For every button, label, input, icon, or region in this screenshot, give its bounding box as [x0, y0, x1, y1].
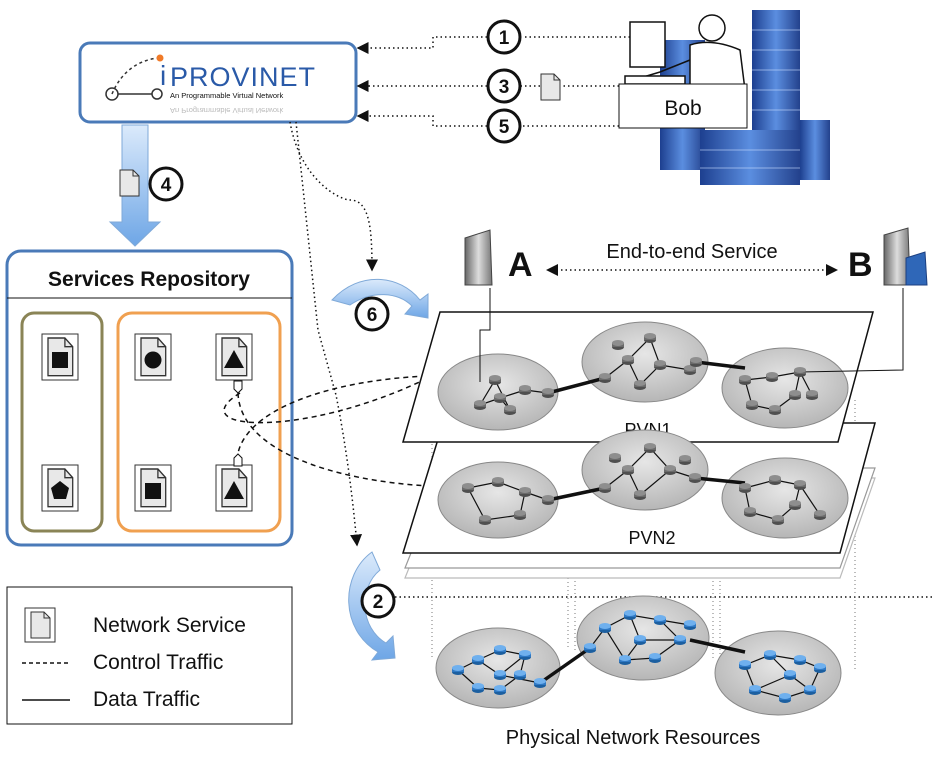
- building-b-icon: [883, 227, 928, 286]
- legend-network-service: Network Service: [93, 614, 246, 637]
- service-triangle-2: [215, 464, 253, 512]
- bob-label-box: Bob: [618, 83, 748, 129]
- control-traffic-links: [223, 375, 429, 487]
- svg-text:6: 6: [367, 305, 378, 326]
- legend: Network Service Control Traffic Data Tra…: [6, 586, 293, 725]
- provinet-brand-prefix: i: [160, 60, 166, 91]
- pvn2-network: [437, 429, 849, 539]
- pvn1-network: [437, 288, 904, 431]
- provinet-logo-icon: [105, 54, 164, 101]
- repository-title: Services Repository: [48, 268, 250, 291]
- doc-icon-step3: [540, 73, 561, 101]
- bob-to-provinet-flows: [356, 36, 630, 127]
- legend-control-traffic: Control Traffic: [93, 651, 223, 674]
- curved-arrow-6: [331, 278, 429, 319]
- bob-person-icon: [624, 14, 746, 91]
- physical-network-label: Physical Network Resources: [506, 727, 761, 749]
- service-pentagon: [41, 464, 79, 512]
- endpoint-b-label: B: [848, 246, 873, 284]
- provinet-brand: PROVINET: [170, 62, 316, 92]
- building-a-icon: [464, 229, 493, 286]
- legend-doc-icon: [24, 607, 56, 643]
- step-circle-5: 5: [486, 108, 522, 144]
- step-circle-2: 2: [360, 583, 396, 619]
- provinet-to-network-flows: [289, 121, 935, 598]
- legend-data-traffic: Data Traffic: [93, 688, 200, 711]
- svg-text:3: 3: [499, 77, 510, 98]
- service-square-1: [41, 333, 79, 381]
- svg-text:5: 5: [499, 117, 510, 138]
- physical-network: [435, 595, 842, 716]
- doc-icon-step4: [119, 169, 140, 197]
- provinet-tagline: An Programmable Virtual Network: [170, 91, 283, 100]
- service-circle: [134, 333, 172, 381]
- end-to-end-label: End-to-end Service: [606, 241, 777, 263]
- provinet-box: i PROVINET An Programmable Virtual Netwo…: [78, 41, 358, 124]
- svg-text:4: 4: [161, 175, 172, 196]
- svg-text:1: 1: [499, 28, 510, 49]
- step-circle-1: 1: [486, 19, 522, 55]
- provinet-tagline-reflection: An Programmable Virtual Network: [170, 106, 283, 115]
- step-circle-6: 6: [354, 296, 390, 332]
- pvn2-label: PVN2: [628, 528, 675, 548]
- step-circle-4: 4: [148, 166, 184, 202]
- service-triangle-1: [215, 333, 253, 381]
- bob-label: Bob: [664, 97, 701, 120]
- step-circle-3: 3: [486, 68, 522, 104]
- service-square-2: [134, 464, 172, 512]
- endpoint-a-label: A: [508, 246, 533, 284]
- svg-text:2: 2: [373, 592, 384, 613]
